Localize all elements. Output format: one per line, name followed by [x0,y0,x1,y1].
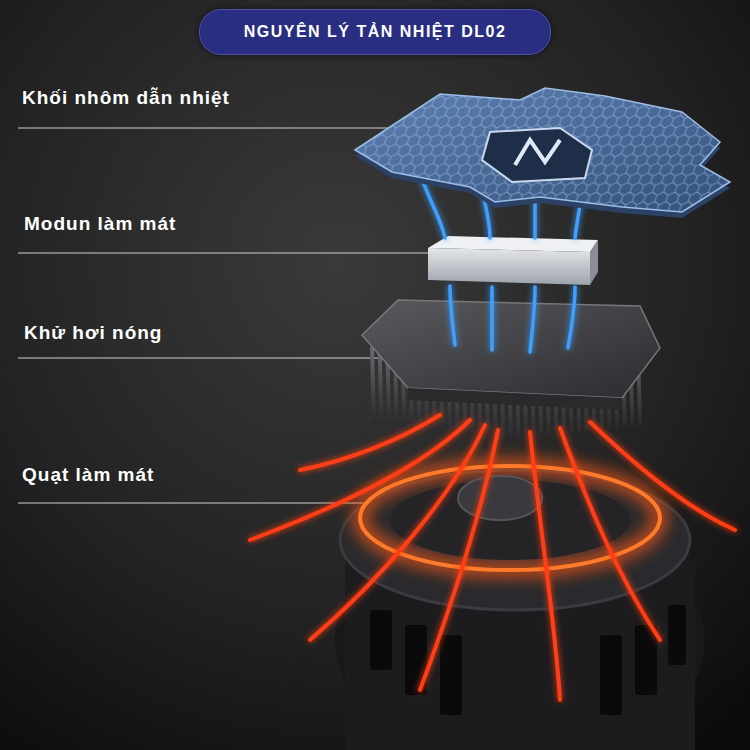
glow-ring [360,466,660,570]
vent [370,610,392,670]
cooling-fan [335,466,705,750]
vent [600,635,622,715]
leader-line [18,253,445,254]
part-label: Modun làm mát [24,213,176,235]
module-side [590,240,598,285]
fan-hub [458,476,542,520]
glow-ring [360,466,660,570]
honeycomb [355,88,730,212]
hot-air [420,430,498,690]
plate-logo [482,128,592,182]
part-label: Khử hơi nóng [24,322,162,344]
cold-flow [450,286,455,345]
part-label: Quạt làm mát [22,464,154,486]
heat-sink-edge [408,388,622,410]
logo-mark [515,140,560,165]
aluminium-plate [355,88,730,218]
cooling-module [428,236,598,285]
plate-top [355,88,730,212]
heat-sink-plate [362,300,660,398]
cold-flow [530,287,535,352]
cold-flow [490,287,494,350]
part-label: Khối nhôm dẫn nhiệt [22,87,230,109]
fin [372,347,374,424]
module-front [428,248,590,285]
hot-air [300,415,440,470]
hot-air [310,425,485,640]
vent [635,625,657,695]
hot-air [530,432,560,700]
cold-flow [533,200,537,238]
cold-flow [568,287,575,348]
fan-vents [370,605,686,715]
hot-air [560,428,660,640]
title-banner: NGUYÊN LÝ TẢN NHIỆT DL02 [199,9,551,55]
hot-air-arrows [250,415,735,700]
hot-air [590,422,735,530]
vent [440,635,462,715]
heat-sink [362,300,660,440]
vent [668,605,686,665]
cold-flow [575,205,580,238]
hot-air [250,420,470,540]
leader-line [18,128,430,129]
